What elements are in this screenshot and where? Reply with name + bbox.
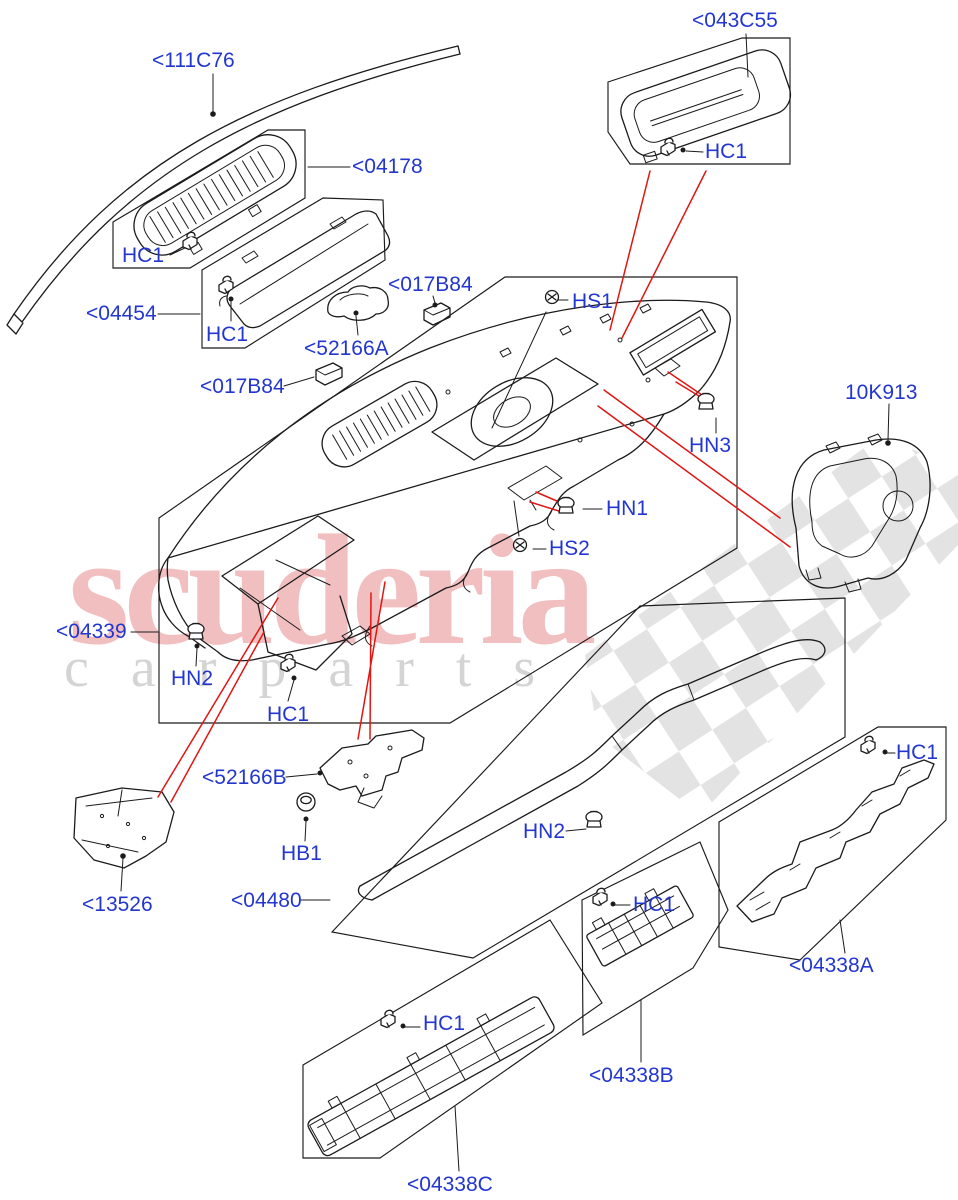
nut-icon xyxy=(697,392,715,410)
callout-04338C[interactable]: <04338C xyxy=(407,1173,493,1196)
part-art-04480 xyxy=(357,639,826,901)
callout-hc1-04339[interactable]: HC1 xyxy=(267,703,310,726)
callout-hs2[interactable]: HS2 xyxy=(549,537,590,560)
callout-hc1-04338C[interactable]: HC1 xyxy=(423,1012,466,1035)
callout-04338B[interactable]: <04338B xyxy=(589,1064,674,1087)
callout-hn1[interactable]: HN1 xyxy=(606,497,649,520)
callout-13526[interactable]: <13526 xyxy=(82,893,153,916)
part-art-04338C xyxy=(307,996,555,1157)
part-art-043C55 xyxy=(620,49,792,164)
part-art-111C76 xyxy=(6,45,461,335)
nut-icon xyxy=(557,496,575,514)
part-art-017B84-lower xyxy=(315,362,343,386)
callout-017B84-upper[interactable]: <017B84 xyxy=(388,273,473,296)
screw-icon xyxy=(544,289,560,305)
clip-icon xyxy=(380,1009,396,1029)
callout-04454[interactable]: <04454 xyxy=(86,302,157,325)
callout-04338A[interactable]: <04338A xyxy=(789,954,874,977)
part-art-13526 xyxy=(73,787,175,869)
part-art-52166B xyxy=(319,729,425,809)
callout-04480[interactable]: <04480 xyxy=(231,889,302,912)
screw-icon xyxy=(512,537,528,553)
clip-icon xyxy=(860,735,876,755)
part-art-04454 xyxy=(219,210,391,329)
black-leader-lines xyxy=(120,33,896,1172)
part-art-017B84-upper xyxy=(423,302,451,326)
callout-hn2-left[interactable]: HN2 xyxy=(171,667,214,690)
part-art-04338B xyxy=(586,885,694,967)
part-art-10K913 xyxy=(791,433,931,593)
box-043C55 xyxy=(607,37,791,165)
clip-icon xyxy=(280,653,296,673)
callout-boxes xyxy=(112,37,947,1159)
box-04480 xyxy=(330,597,846,959)
clip-icon xyxy=(660,137,676,157)
callout-hb1[interactable]: HB1 xyxy=(281,842,322,865)
callout-hn3[interactable]: HN3 xyxy=(689,434,732,457)
box-04338B xyxy=(581,841,729,1037)
callout-52166A[interactable]: <52166A xyxy=(304,337,389,360)
callout-10K913[interactable]: 10K913 xyxy=(845,381,918,404)
callout-111C76[interactable]: <111C76 xyxy=(152,49,235,72)
callout-hn2-mid[interactable]: HN2 xyxy=(523,820,566,843)
nut-icon xyxy=(585,810,603,828)
box-04178 xyxy=(112,129,306,269)
callout-hc1-043C55[interactable]: HC1 xyxy=(705,140,748,163)
callout-hc1-04338B[interactable]: HC1 xyxy=(633,893,676,916)
part-art-04338A xyxy=(736,759,935,923)
callout-hc1-04454[interactable]: HC1 xyxy=(206,323,249,346)
callout-04178[interactable]: <04178 xyxy=(352,155,423,178)
nut-icon xyxy=(187,622,205,640)
box-04338A xyxy=(718,726,947,961)
part-art-52166A xyxy=(327,285,390,321)
callout-04339[interactable]: <04339 xyxy=(56,620,127,643)
bolt-icon xyxy=(296,792,316,812)
callout-hc1-04338A[interactable]: HC1 xyxy=(896,741,939,764)
box-04338C xyxy=(302,919,603,1159)
callout-hc1-04178[interactable]: HC1 xyxy=(122,244,165,267)
watermark-checkered-flag xyxy=(585,436,958,815)
callout-017B84-lower[interactable]: <017B84 xyxy=(200,375,285,398)
red-leader-lines xyxy=(157,170,791,803)
clip-icon xyxy=(218,275,234,295)
box-04454 xyxy=(201,197,386,349)
part-art-04178 xyxy=(133,134,297,256)
callout-52166B[interactable]: <52166B xyxy=(202,766,287,789)
clip-icon xyxy=(592,887,608,907)
part-art-dashboard-04339 xyxy=(157,299,731,671)
callout-043C55[interactable]: <043C55 xyxy=(692,9,778,32)
box-04339 xyxy=(158,276,738,724)
callout-hs1[interactable]: HS1 xyxy=(572,290,613,313)
